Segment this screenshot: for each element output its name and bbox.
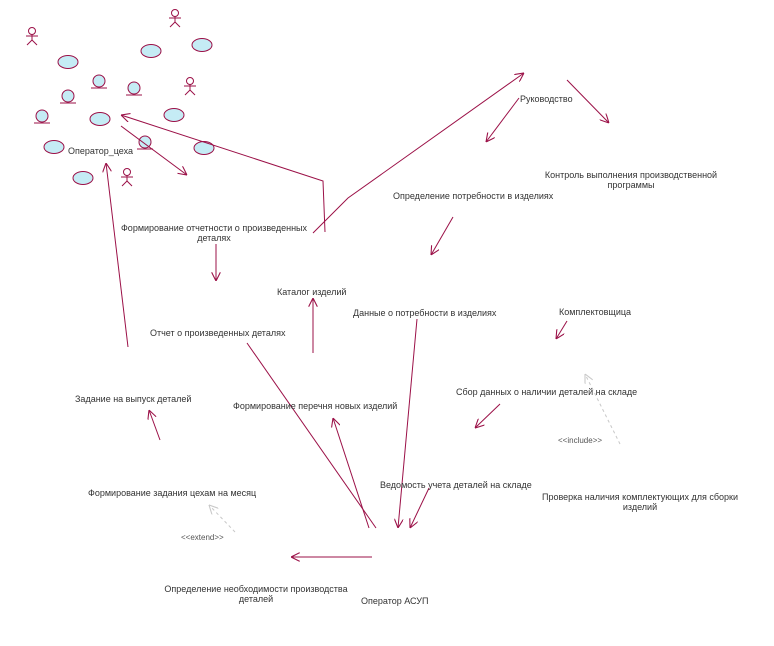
catalog-label: Каталог изделий [277, 287, 347, 297]
picker-label: Комплектовщица [559, 307, 632, 317]
prod-need-label: Определение необходимости производства д… [156, 584, 356, 604]
check-label-line1: Проверка наличия комплектующих для сборк… [542, 492, 738, 502]
new-items-label: Формирование перечня новых изделий [233, 401, 398, 411]
control-label-line1: Контроль выполнения производственной [544, 170, 718, 180]
management-label: Руководство [520, 94, 573, 104]
need-definition-label: Определение потребности в изделиях [393, 191, 554, 201]
dependency-lines [209, 374, 621, 533]
need-data-label: Данные о потребности в изделиях [353, 308, 497, 318]
task-form-label: Формирование задания цехам на месяц [88, 488, 257, 498]
report-form-label-line1: Формирование отчетности о произведенных [120, 223, 308, 233]
task-issue-label: Задание на выпуск деталей [75, 394, 192, 404]
report-form-label: Формирование отчетности о произведенных … [110, 223, 318, 243]
actor-icon [121, 168, 133, 187]
entity-circle-icon [34, 74, 153, 150]
include-stereotype: <<include>> [558, 436, 603, 445]
prod-need-label-line1: Определение необходимости производства [164, 584, 348, 594]
actor-icon [26, 27, 38, 46]
actor-icon [184, 77, 196, 96]
check-label-line2: изделий [622, 502, 658, 512]
operator-shop-label: Оператор_цеха [68, 146, 133, 156]
stock-collect-label: Сбор данных о наличии деталей на складе [456, 387, 638, 397]
check-label: Проверка наличия комплектующих для сборк… [538, 492, 742, 512]
use-case-ellipse-icon [43, 38, 215, 185]
prod-need-label-line2: деталей [238, 594, 274, 604]
actor-icon [169, 9, 181, 28]
control-label: Контроль выполнения производственной про… [531, 170, 731, 190]
report-form-label-line2: деталях [197, 233, 231, 243]
connector-lines [106, 73, 609, 557]
control-label-line2: программы [607, 180, 655, 190]
extend-stereotype: <<extend>> [181, 533, 224, 542]
operator-asup-label: Оператор АСУП [361, 596, 429, 606]
ledger-label: Ведомость учета деталей на складе [380, 480, 532, 490]
report-doc-label: Отчет о произведенных деталях [150, 328, 286, 338]
